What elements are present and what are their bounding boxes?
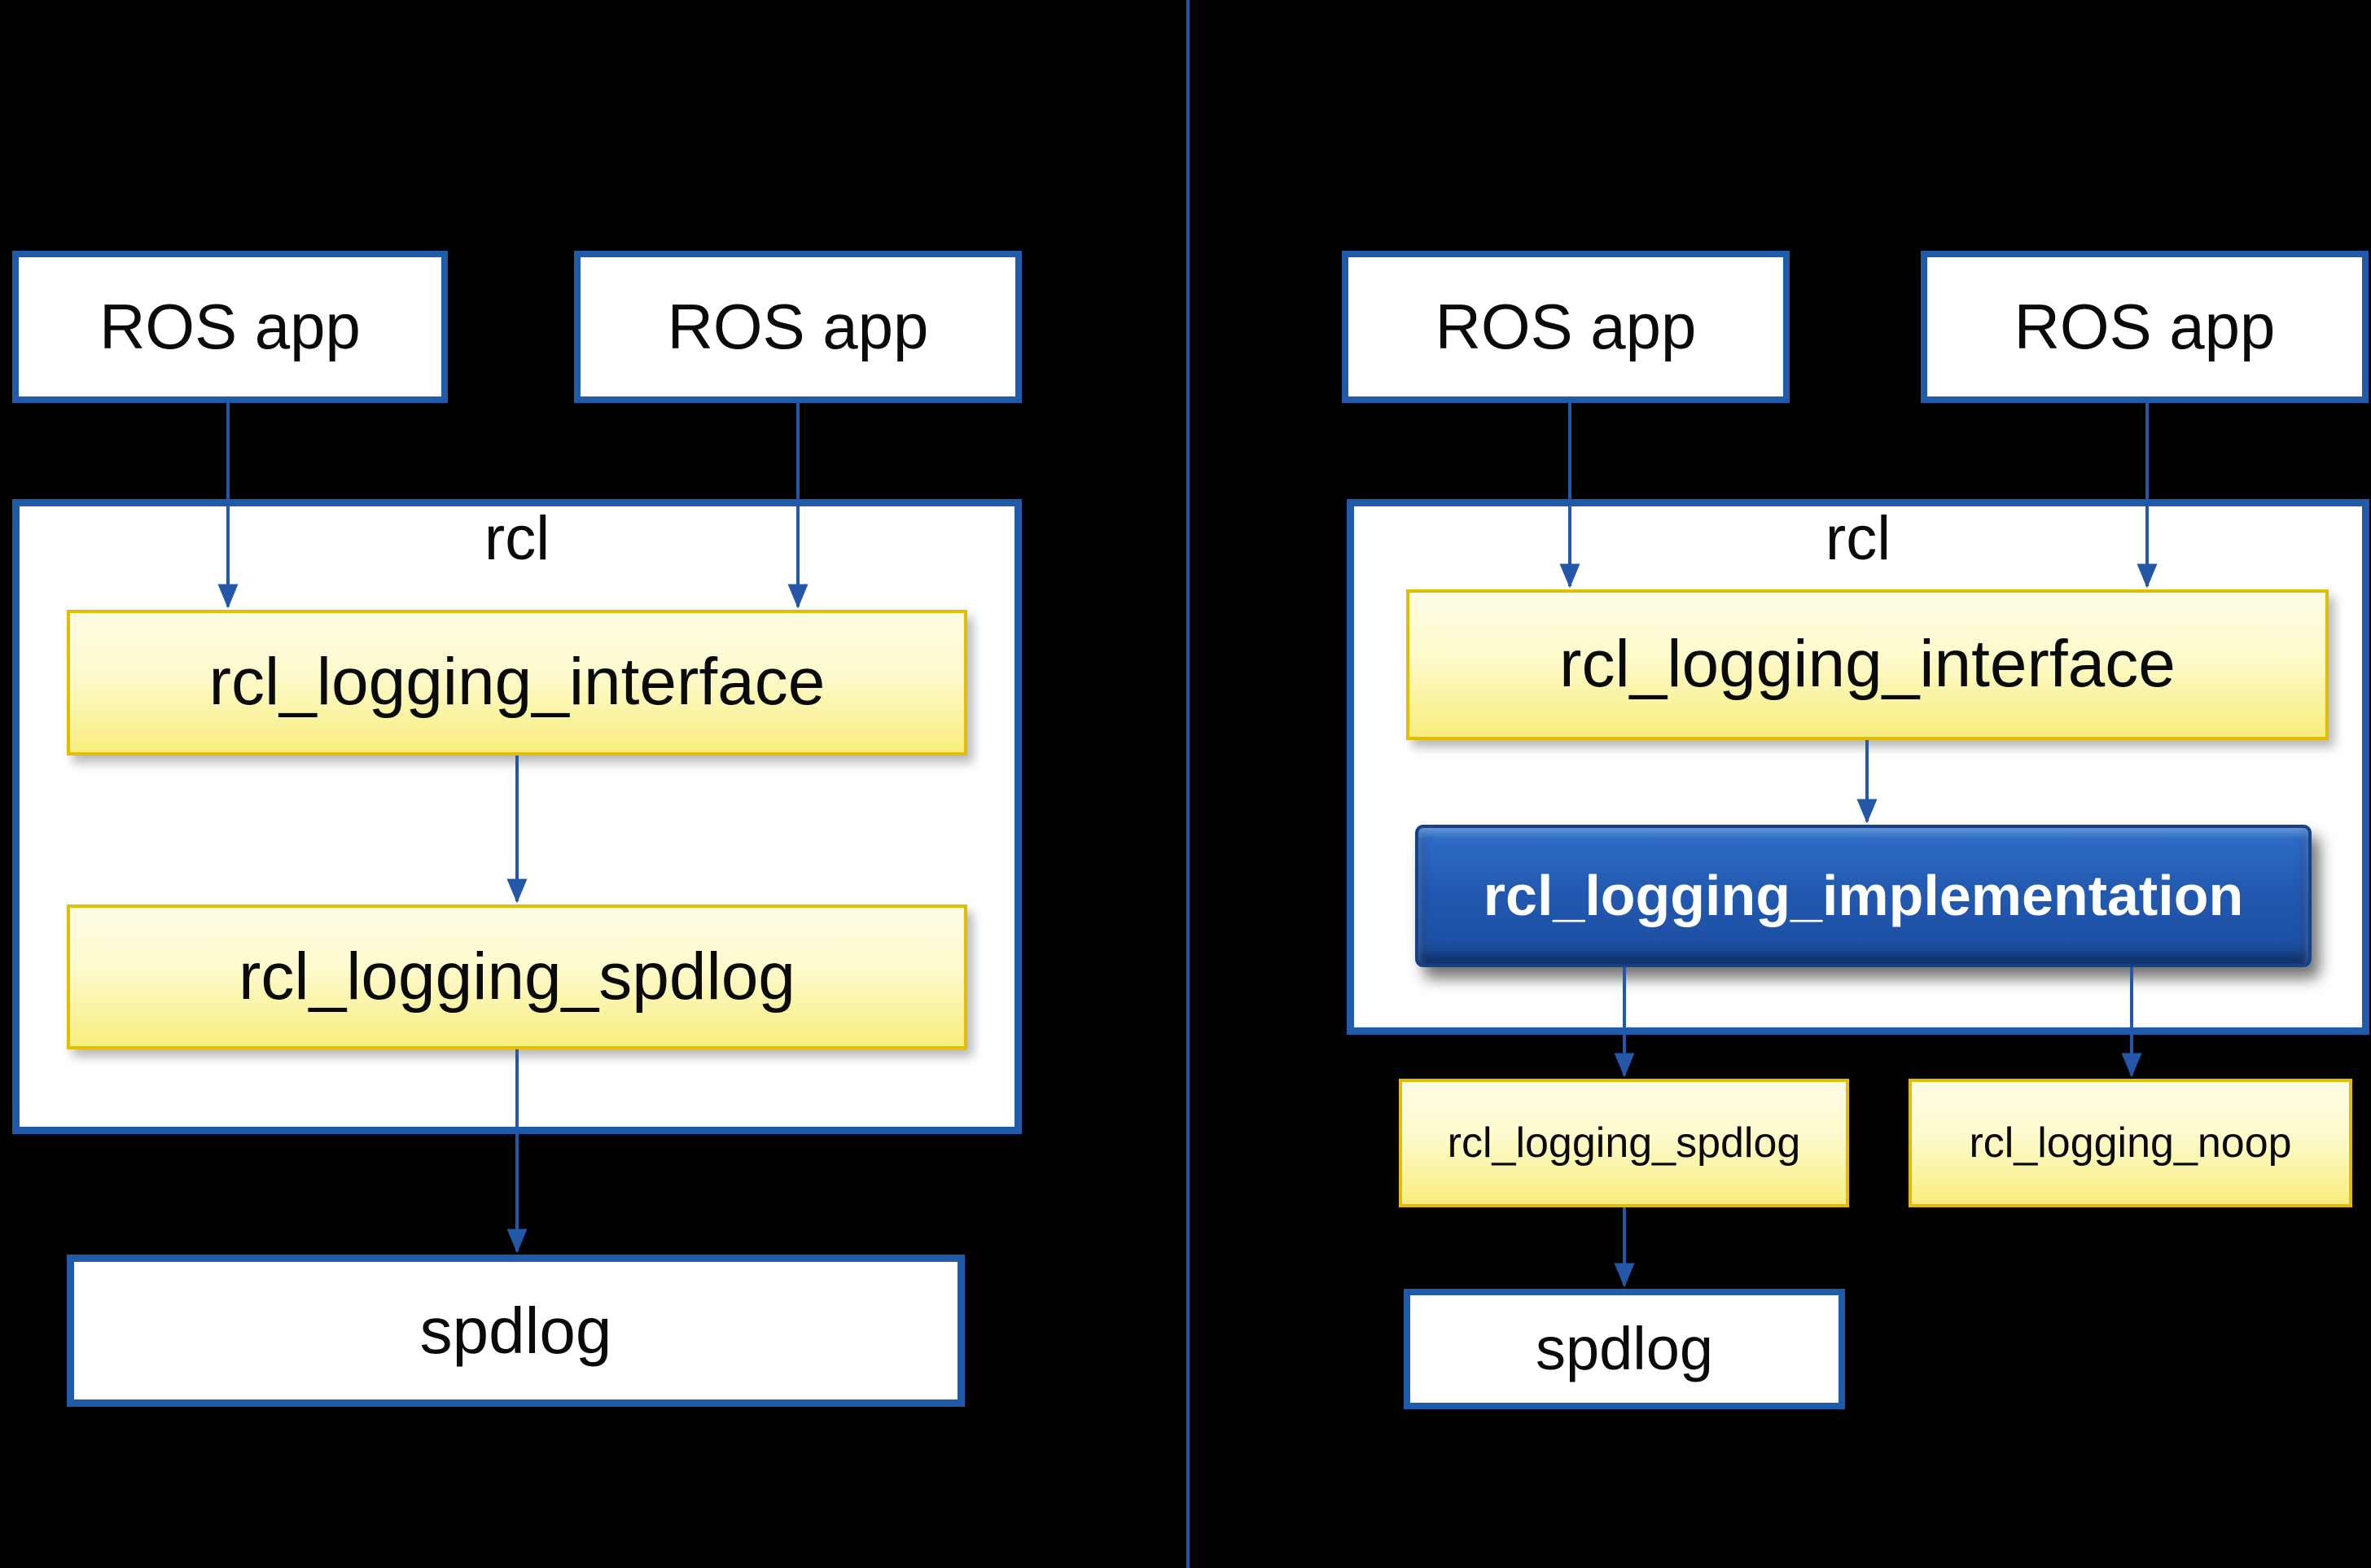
- right-ros-app-1-label: ROS app: [1435, 290, 1697, 362]
- left-spdlog-label: spdlog: [419, 1294, 612, 1367]
- section-divider: [1186, 0, 1190, 1568]
- right-spdlog-label: spdlog: [1535, 1315, 1714, 1383]
- left-rcl-logging-interface-label: rcl_logging_interface: [208, 645, 826, 720]
- right-rcl-logging-noop-box: rcl_logging_noop: [1909, 1079, 2352, 1207]
- left-rcl-logging-interface-box: rcl_logging_interface: [67, 610, 967, 756]
- left-ros-app-2-label: ROS app: [667, 290, 929, 362]
- right-ros-app-1-box: ROS app: [1342, 251, 1790, 403]
- right-rcl-logging-noop-label: rcl_logging_noop: [1969, 1119, 2292, 1167]
- left-ros-app-1-label: ROS app: [99, 290, 361, 362]
- left-rcl-logging-spdlog-label: rcl_logging_spdlog: [239, 939, 795, 1014]
- left-ros-app-2-box: ROS app: [574, 251, 1022, 403]
- right-rcl-logging-interface-label: rcl_logging_interface: [1559, 627, 2176, 702]
- right-rcl-logging-spdlog-label: rcl_logging_spdlog: [1447, 1119, 1801, 1167]
- right-rcl-label: rcl: [1825, 504, 1891, 573]
- left-ros-app-1-box: ROS app: [12, 251, 448, 403]
- left-rcl-label: rcl: [484, 504, 550, 573]
- right-rcl-logging-implementation-box: rcl_logging_implementation: [1415, 825, 2312, 967]
- left-rcl-logging-spdlog-box: rcl_logging_spdlog: [67, 904, 967, 1049]
- right-ros-app-2-label: ROS app: [2014, 290, 2276, 362]
- right-spdlog-box: spdlog: [1404, 1289, 1845, 1409]
- right-rcl-logging-implementation-label: rcl_logging_implementation: [1483, 863, 2244, 927]
- right-ros-app-2-box: ROS app: [1921, 251, 2369, 403]
- right-rcl-logging-interface-box: rcl_logging_interface: [1406, 589, 2329, 740]
- left-spdlog-box: spdlog: [67, 1255, 965, 1407]
- right-rcl-logging-spdlog-box: rcl_logging_spdlog: [1399, 1079, 1849, 1207]
